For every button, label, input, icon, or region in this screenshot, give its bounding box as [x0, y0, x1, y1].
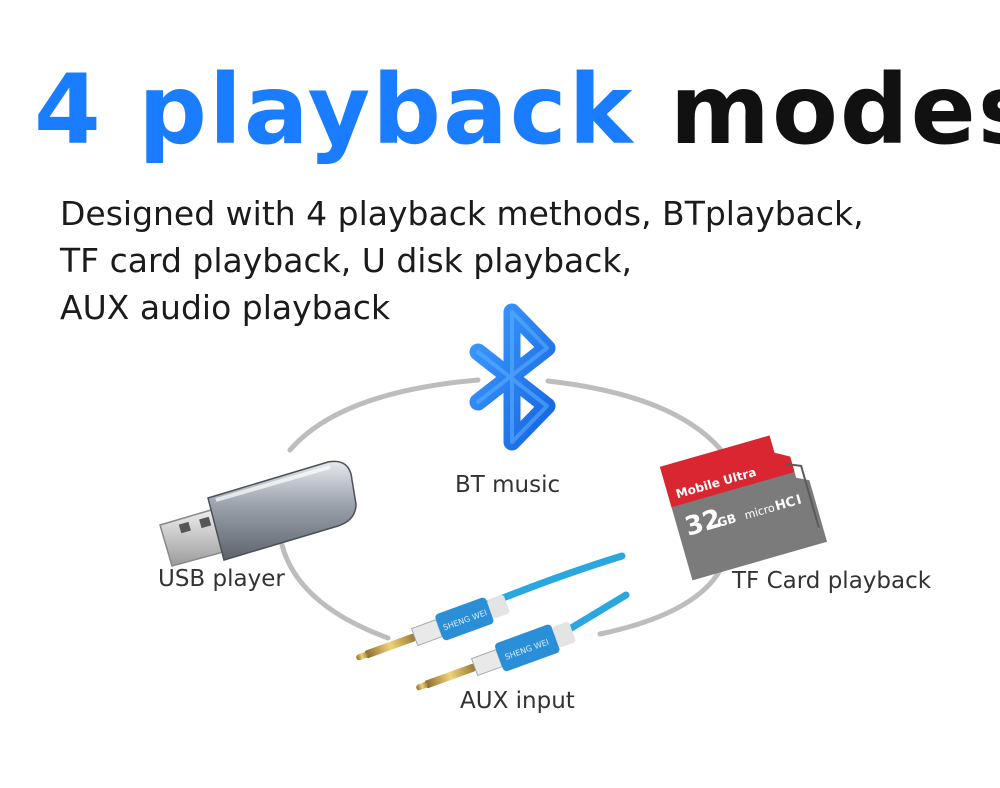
tf-card-unit: GB — [716, 511, 738, 530]
description: Designed with 4 playback methods, BTplay… — [60, 190, 864, 331]
description-line-3: AUX audio playback — [60, 288, 391, 327]
ring-arc-left — [279, 542, 391, 641]
tf-card-class: HC — [773, 494, 797, 514]
description-line-2: TF card playback, U disk playback, — [60, 241, 633, 280]
headline-blue: 4 playback — [34, 54, 635, 166]
label-bt-music: BT music — [455, 472, 561, 498]
usb-stick-icon — [159, 460, 357, 567]
description-line-1: Designed with 4 playback methods, BTplay… — [60, 194, 864, 233]
headline-black: modes — [669, 54, 1000, 166]
label-usb-player: USB player — [158, 566, 285, 592]
tf-card-icon: Mobile Ultra 32 GB micro HC I — [659, 435, 828, 581]
bluetooth-icon — [469, 303, 556, 451]
aux-cable-icon: SHENG WEI SHENG WEI — [356, 552, 630, 691]
label-tf-card-playback: TF Card playback — [732, 568, 932, 594]
headline: 4 playback modes — [34, 62, 1000, 158]
ring-arc-top-right — [545, 378, 728, 458]
ring-arc-top-left — [287, 377, 481, 453]
tf-card-grade: I — [795, 492, 804, 508]
label-aux-input: AUX input — [460, 688, 575, 714]
